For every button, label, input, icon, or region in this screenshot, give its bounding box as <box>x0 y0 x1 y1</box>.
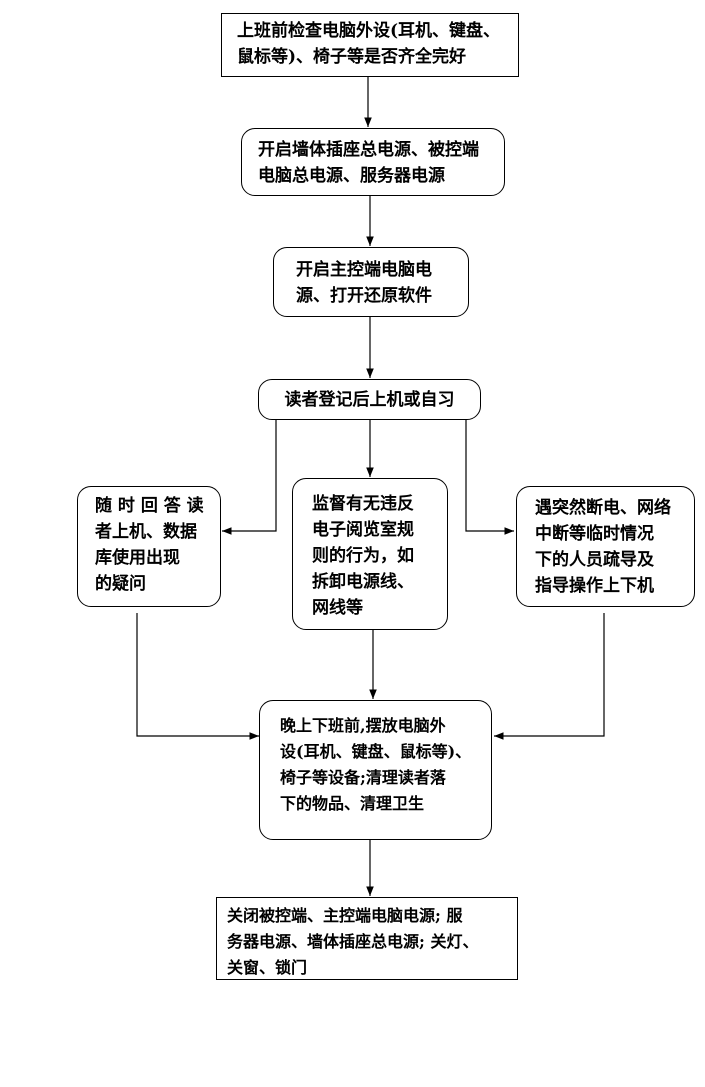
node-main-pc-line-1: 开启主控端电脑电 <box>296 260 432 280</box>
node-outage: 遇突然断电、网络 中断等临时情况 下的人员疏导及 指导操作上下机 <box>516 486 695 607</box>
node-answer-line-2: 者上机、数据 <box>95 522 197 542</box>
node-answer-line-3: 库使用出现 <box>95 548 180 568</box>
node-supervise-line-1: 监督有无违反 <box>312 494 414 514</box>
node-power-on-line-2: 电脑总电源、服务器电源 <box>258 166 445 186</box>
node-main-pc-line-2: 源、打开还原软件 <box>296 286 432 306</box>
node-evening: 晚上下班前,摆放电脑外 设(耳机、键盘、鼠标等)、 椅子等设备;清理读者落 下的… <box>259 700 492 840</box>
node-shutdown: 关闭被控端、主控端电脑电源; 服 务器电源、墙体插座总电源; 关灯、 关窗、锁门 <box>216 897 518 980</box>
node-supervise-line-5: 网线等 <box>312 598 363 618</box>
node-evening-line-1: 晚上下班前,摆放电脑外 <box>280 716 446 735</box>
node-outage-line-1: 遇突然断电、网络 <box>535 498 671 518</box>
node-register-line-1: 读者登记后上机或自习 <box>284 390 455 410</box>
node-shutdown-line-1: 关闭被控端、主控端电脑电源; 服 <box>227 906 463 925</box>
node-power-on-line-1: 开启墙体插座总电源、被控端 <box>258 140 479 160</box>
node-shutdown-line-3: 关窗、锁门 <box>227 958 308 977</box>
node-answer-line-4: 的疑问 <box>95 574 146 594</box>
node-supervise-line-3: 则的行为，如 <box>312 546 414 566</box>
arrow-answer-to-evening <box>136 613 259 740</box>
node-evening-line-2: 设(耳机、键盘、鼠标等)、 <box>280 742 472 761</box>
node-outage-line-2: 中断等临时情况 <box>535 524 654 544</box>
node-main-pc: 开启主控端电脑电 源、打开还原软件 <box>273 247 469 317</box>
node-shutdown-line-2: 务器电源、墙体插座总电源; 关灯、 <box>227 932 479 951</box>
node-supervise: 监督有无违反 电子阅览室规 则的行为，如 拆卸电源线、 网线等 <box>292 478 448 630</box>
arrow-register-to-outage <box>465 420 514 535</box>
node-outage-line-3: 下的人员疏导及 <box>535 550 654 570</box>
node-evening-line-3: 椅子等设备;清理读者落 <box>280 768 446 787</box>
node-check-line-2: 鼠标等)、椅子等是否齐全完好 <box>237 47 467 67</box>
node-outage-line-4: 指导操作上下机 <box>535 576 654 596</box>
node-supervise-line-4: 拆卸电源线、 <box>312 572 414 592</box>
node-check-line-1: 上班前检查电脑外设(耳机、键盘、 <box>237 21 501 41</box>
node-answer: 随 时 回 答 读 者上机、数据 库使用出现 的疑问 <box>77 486 221 607</box>
arrow-outage-to-evening <box>494 613 605 740</box>
node-check: 上班前检查电脑外设(耳机、键盘、 鼠标等)、椅子等是否齐全完好 <box>221 13 519 77</box>
node-register: 读者登记后上机或自习 <box>258 379 481 420</box>
arrow-register-to-answer <box>222 420 277 535</box>
node-evening-line-4: 下的物品、清理卫生 <box>280 794 425 813</box>
node-power-on: 开启墙体插座总电源、被控端 电脑总电源、服务器电源 <box>241 128 505 196</box>
node-supervise-line-2: 电子阅览室规 <box>312 520 414 540</box>
node-answer-line-1: 随 时 回 答 读 <box>95 496 204 516</box>
